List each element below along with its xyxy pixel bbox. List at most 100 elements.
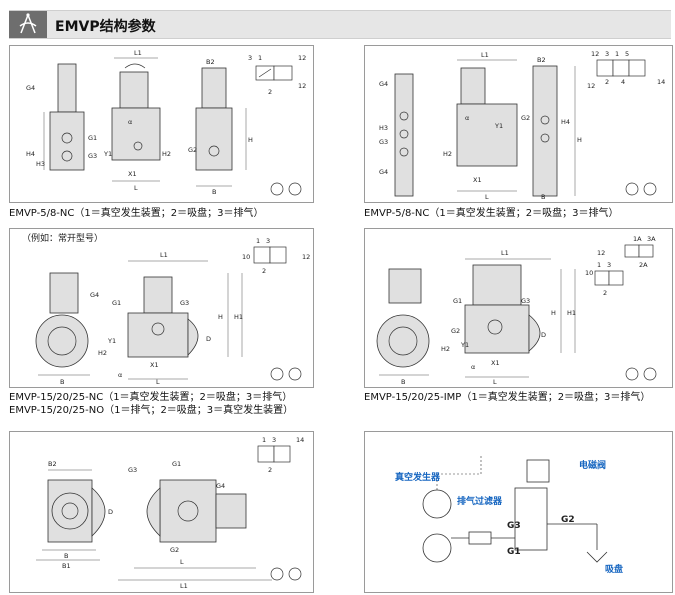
- port-2: 2: [268, 88, 272, 96]
- page-title: EMVP结构参数: [55, 19, 156, 35]
- port-3: 3: [248, 54, 252, 62]
- port-12a: 12: [298, 54, 306, 62]
- dim-g2: G2: [521, 114, 530, 122]
- technical-drawing: （例如：常开型号） L1 G4 G1 G3 Y1 H2 X1 L B H H1 …: [22, 232, 310, 386]
- dim-l: L: [156, 378, 160, 386]
- port-12: 12: [302, 253, 310, 261]
- dim-g3: G3: [180, 299, 189, 307]
- dim-g1: G1: [172, 460, 181, 468]
- dim-g3: G3: [88, 152, 97, 160]
- compass-icon: [9, 11, 47, 38]
- dim-h: H: [577, 136, 582, 144]
- dim-g4-top: G4: [379, 80, 388, 88]
- technical-drawing: L1 G4 H4 H3 G3 G1 Y1 X1 L H2 B2 G2 H B 3…: [26, 49, 306, 196]
- port-10: 10: [585, 269, 593, 277]
- dim-h2: H2: [443, 150, 452, 158]
- port-10: 10: [242, 253, 250, 261]
- dim-g4: G4: [216, 482, 225, 490]
- dim-h: H: [551, 309, 556, 317]
- drawing-emvp-15-20-25-imp: L1 G1 G3 G2 Y1 H2 X1 L B H H1 D 12 1A 3A…: [364, 228, 673, 388]
- schematic-diagram: 真空发生器 电磁阀 排气过滤器 吸盘 G3 G2 G1: [364, 431, 673, 593]
- port-3: 3: [266, 237, 270, 245]
- dim-x1: X1: [128, 170, 137, 178]
- label-vacuum-generator: 真空发生器: [395, 471, 441, 483]
- dim-h4: H4: [561, 118, 570, 126]
- vacuum-schematic: 真空发生器 电磁阀 排气过滤器 吸盘 G3 G2 G1: [395, 456, 623, 575]
- dim-l1: L1: [160, 251, 168, 259]
- dim-l: L: [493, 378, 497, 386]
- dim-l1: L1: [501, 249, 509, 257]
- port-1: 1: [262, 436, 266, 444]
- dim-g1: G1: [453, 297, 462, 305]
- port-1a: 1A: [633, 235, 642, 243]
- section-header: EMVP结构参数: [9, 10, 671, 39]
- dim-y1: Y1: [460, 341, 469, 349]
- dim-alpha: α: [118, 371, 122, 379]
- dim-h3: H3: [36, 160, 45, 168]
- dim-g4: G4: [26, 84, 35, 92]
- dim-b1: B1: [62, 562, 71, 570]
- dim-g2: G2: [451, 327, 460, 335]
- dim-b: B: [401, 378, 405, 386]
- port-3: 3: [272, 436, 276, 444]
- port-14: 14: [296, 436, 304, 444]
- dim-b: B: [212, 188, 216, 196]
- drawing-emvp-15-20-25-nc: （例如：常开型号） L1 G4 G1 G3 Y1 H2 X1 L B H H1 …: [9, 228, 314, 388]
- dim-x1: X1: [150, 361, 159, 369]
- port-2a: 2A: [639, 261, 648, 269]
- port-4: 4: [621, 78, 625, 86]
- caption-panel3-nc: EMVP-15/20/25-NC（1＝真空发生装置；2＝吸盘；3＝排气）: [9, 392, 293, 403]
- port-2: 2: [605, 78, 609, 86]
- label-suction-cup: 吸盘: [605, 563, 623, 575]
- dim-alpha: α: [128, 118, 132, 126]
- label-g1: G1: [507, 547, 521, 557]
- port-1: 1: [256, 237, 260, 245]
- dim-d: D: [206, 335, 211, 343]
- port-12b: 12: [298, 82, 306, 90]
- port-3: 3: [607, 261, 611, 269]
- example-note: （例如：常开型号）: [22, 232, 103, 244]
- dim-l: L: [134, 184, 138, 192]
- dim-g3: G3: [379, 138, 388, 146]
- dim-h3: H3: [379, 124, 388, 132]
- dim-alpha: α: [465, 114, 469, 122]
- dim-b: B: [64, 552, 68, 560]
- port-12a: 12: [591, 50, 599, 58]
- dim-h: H: [218, 313, 223, 321]
- port-2: 2: [268, 466, 272, 474]
- dim-l: L: [180, 558, 184, 566]
- port-14: 14: [657, 78, 665, 86]
- technical-drawing: B2 G3 G1 G4 B B1 G2 L L1 D 1 3 14 2: [36, 436, 304, 590]
- port-1: 1: [258, 54, 262, 62]
- dim-g3: G3: [521, 297, 530, 305]
- dim-b: B: [541, 193, 545, 201]
- drawing-emvp-5-8-nc-right: L1 G4 H3 G3 G4 H2 Y1 X1 L B2 G2 H4 H B 1…: [364, 45, 673, 203]
- dim-g3: G3: [128, 466, 137, 474]
- dim-x1: X1: [473, 176, 482, 184]
- port-5: 5: [625, 50, 629, 58]
- label-exhaust-filter: 排气过滤器: [457, 495, 503, 507]
- label-solenoid-valve: 电磁阀: [579, 459, 606, 471]
- dim-b: B: [60, 378, 64, 386]
- caption-panel3-no: EMVP-15/20/25-NO（1＝排气；2＝吸盘；3＝真空发生装置）: [9, 405, 294, 416]
- drawing-emvp-nc-bottom: B2 G3 G1 G4 B B1 G2 L L1 D 1 3 14 2: [9, 431, 314, 593]
- caption-panel4: EMVP-15/20/25-IMP（1＝真空发生装置；2＝吸盘；3＝排气）: [364, 392, 651, 403]
- port-12: 12: [597, 249, 605, 257]
- dim-y1: Y1: [103, 150, 112, 158]
- dim-g1: G1: [88, 134, 97, 142]
- dim-alpha: α: [471, 363, 475, 371]
- dim-h: H: [248, 136, 253, 144]
- dim-l1: L1: [134, 49, 142, 57]
- technical-drawing: L1 G1 G3 G2 Y1 H2 X1 L B H H1 D 12 1A 3A…: [376, 235, 657, 386]
- dim-l1: L1: [481, 51, 489, 59]
- dim-y1: Y1: [494, 122, 503, 130]
- dim-h1: H1: [234, 313, 243, 321]
- dim-l1: L1: [180, 582, 188, 590]
- caption-panel2: EMVP-5/8-NC（1＝真空发生装置；2＝吸盘；3＝排气）: [364, 208, 619, 219]
- dim-b2: B2: [537, 56, 546, 64]
- dim-h2: H2: [441, 345, 450, 353]
- dim-h2: H2: [98, 349, 107, 357]
- dim-y1: Y1: [107, 337, 116, 345]
- port-3a: 3A: [647, 235, 656, 243]
- port-2: 2: [262, 267, 266, 275]
